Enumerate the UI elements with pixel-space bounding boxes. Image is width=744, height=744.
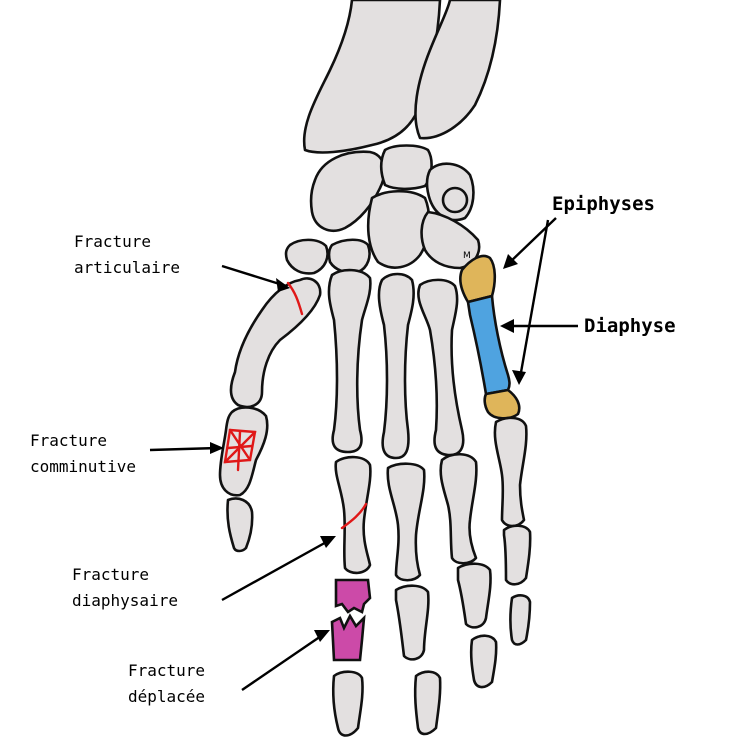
label-fracture-diaphysaire: Fracture diaphysaire xyxy=(72,536,336,610)
label-comminutive-line1: Fracture xyxy=(30,431,107,450)
label-displaced-line2: déplacée xyxy=(128,687,205,706)
label-epiphyses: Epiphyses xyxy=(503,193,655,385)
label-articular-line1: Fracture xyxy=(74,232,151,251)
label-articular-line2: articulaire xyxy=(74,258,180,277)
index-finger xyxy=(327,268,372,737)
arrow-diaphyseal xyxy=(221,538,331,602)
little-finger xyxy=(459,254,532,646)
trapezium-bone xyxy=(284,238,329,275)
ring-finger xyxy=(417,278,498,689)
middle-finger xyxy=(377,272,442,736)
label-epiphyses-text: Epiphyses xyxy=(552,193,655,215)
ring-distal-phalanx xyxy=(469,634,498,689)
thumb-metacarpal xyxy=(229,277,322,409)
arrowhead-diaphyse xyxy=(500,319,514,333)
bone-mark-letter: M xyxy=(463,251,471,261)
index-middle-phalanx-displaced-top xyxy=(334,578,372,614)
index-distal-phalanx xyxy=(331,670,364,737)
arrowhead-articular xyxy=(276,278,290,292)
label-diaphyseal-line1: Fracture xyxy=(72,565,149,584)
comminutive-fracture-lines xyxy=(223,428,257,472)
pisiform-bone xyxy=(441,186,469,214)
arrowhead-displaced xyxy=(314,630,330,642)
index-metacarpal xyxy=(327,268,372,454)
thumb xyxy=(218,277,322,553)
little-metacarpal-distal-epiphysis[interactable] xyxy=(483,388,521,420)
little-metacarpal-diaphysis[interactable] xyxy=(466,294,511,396)
middle-middle-phalanx xyxy=(394,584,430,661)
trapezoid-bone xyxy=(327,238,371,274)
arrow-articular xyxy=(221,264,287,288)
arrowhead-diaphyseal xyxy=(320,536,336,548)
articular-fracture-line xyxy=(286,281,304,316)
diaphyseal-fracture-line xyxy=(340,502,368,530)
capitate-bone xyxy=(366,189,431,269)
thumb-distal-phalanx xyxy=(226,497,254,553)
forearm xyxy=(302,0,502,154)
little-metacarpal-proximal-epiphysis[interactable] xyxy=(459,254,497,304)
label-diaphyse-text: Diaphyse xyxy=(584,315,676,337)
arrow-comminutive xyxy=(149,446,219,452)
hamate-bone xyxy=(420,210,481,270)
label-displaced-line1: Fracture xyxy=(128,661,205,680)
lunate-bone xyxy=(379,144,433,191)
little-proximal-phalanx xyxy=(493,416,528,528)
arrowhead-epiphyses-distal xyxy=(512,370,526,385)
arrow-displaced xyxy=(241,633,325,691)
ulna-bone xyxy=(414,0,502,140)
ring-middle-phalanx xyxy=(456,562,492,629)
little-distal-phalanx xyxy=(509,594,532,646)
label-diaphyseal-line2: diaphysaire xyxy=(72,591,178,610)
ring-proximal-phalanx xyxy=(439,452,478,565)
label-fracture-deplacee: Fracture déplacée xyxy=(128,630,330,706)
label-fracture-articulaire: Fracture articulaire xyxy=(74,232,290,292)
label-diaphyse: Diaphyse xyxy=(500,315,676,337)
middle-metacarpal xyxy=(377,272,415,460)
middle-proximal-phalanx xyxy=(386,462,426,582)
index-proximal-phalanx xyxy=(334,455,372,575)
little-middle-phalanx xyxy=(502,524,532,586)
label-fracture-comminutive: Fracture comminutive xyxy=(30,431,224,476)
label-comminutive-line2: comminutive xyxy=(30,457,136,476)
middle-distal-phalanx xyxy=(413,670,442,736)
arrowhead-epiphyses-proximal xyxy=(503,254,518,269)
index-middle-phalanx-displaced-bottom xyxy=(330,613,366,662)
arrow-epiphyses-distal xyxy=(518,219,550,379)
arrowhead-comminutive xyxy=(210,442,224,454)
arrow-epiphyses-proximal xyxy=(507,217,557,265)
scaphoid-bone xyxy=(309,150,386,232)
carpal-bones: M xyxy=(284,144,481,275)
ring-metacarpal xyxy=(417,278,465,457)
